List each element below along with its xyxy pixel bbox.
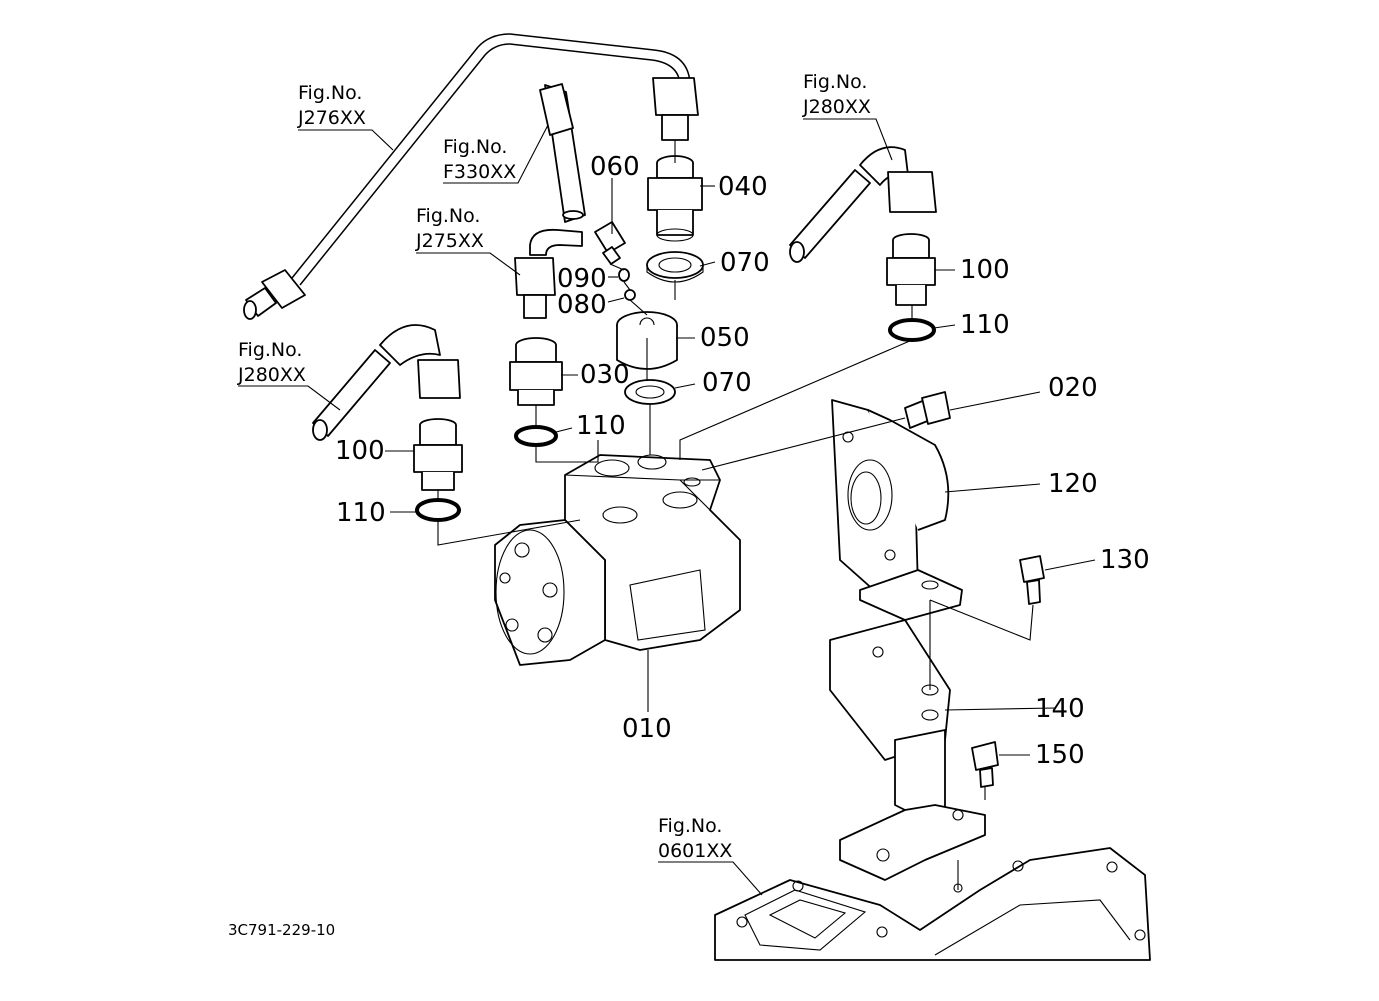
- pipe-fig-j280-left: [312, 324, 461, 441]
- part-100-adapter-left: [413, 418, 463, 491]
- fig-ref-j280-left: Fig.No. J280XX: [237, 339, 306, 386]
- callout-140: 140: [1035, 694, 1085, 724]
- pipe-fig-f330: [539, 83, 586, 223]
- part-060-fitting: [594, 221, 626, 265]
- pipe-fig-j275: [514, 228, 583, 319]
- callout-110-right: 110: [960, 310, 1010, 340]
- callout-060: 060: [590, 152, 640, 182]
- pipe-fig-j280-right: [789, 146, 937, 263]
- callout-100-left: 100: [335, 436, 385, 466]
- callout-070-middle: 070: [702, 368, 752, 398]
- callout-130: 130: [1100, 545, 1150, 575]
- svg-text:Fig.No.: Fig.No.: [803, 71, 867, 93]
- svg-text:Fig.No.: Fig.No.: [658, 815, 722, 837]
- part-140-stay: [829, 619, 986, 881]
- callout-110-left: 110: [336, 498, 386, 528]
- svg-text:J280XX: J280XX: [237, 364, 306, 386]
- callout-090: 090: [557, 264, 607, 294]
- svg-text:Fig.No.: Fig.No.: [443, 136, 507, 158]
- callout-010: 010: [622, 714, 672, 744]
- svg-text:Fig.No.: Fig.No.: [298, 82, 362, 104]
- callout-100-right: 100: [960, 255, 1010, 285]
- housing-fig-0601: [714, 847, 1151, 961]
- fig-ref-j280-top: Fig.No. J280XX: [802, 71, 871, 118]
- callout-070-top: 070: [720, 248, 770, 278]
- fig-ref-j275: Fig.No. J275XX: [415, 205, 484, 252]
- leader-lines: [238, 118, 1096, 896]
- callout-040: 040: [718, 172, 768, 202]
- part-120-mounting-bracket: [831, 399, 963, 621]
- callout-080: 080: [557, 290, 607, 320]
- callout-030: 030: [580, 360, 630, 390]
- part-070-washer-upper: [646, 251, 704, 283]
- callout-050: 050: [700, 323, 750, 353]
- svg-text:0601XX: 0601XX: [658, 840, 732, 862]
- svg-text:J276XX: J276XX: [297, 107, 366, 129]
- fig-ref-j276: Fig.No. J276XX: [297, 82, 366, 129]
- part-100-adapter-right: [886, 233, 936, 306]
- part-110-oring-left: [415, 498, 461, 522]
- part-040-relief-valve: [647, 155, 703, 242]
- part-110-oring-middle: [514, 425, 558, 447]
- fig-ref-0601: Fig.No. 0601XX: [658, 815, 732, 862]
- part-030-union: [509, 337, 563, 406]
- callout-020: 020: [1048, 373, 1098, 403]
- svg-text:J275XX: J275XX: [415, 230, 484, 252]
- callout-120: 120: [1048, 469, 1098, 499]
- part-110-oring-right: [888, 318, 936, 342]
- part-090-plug: [618, 268, 630, 282]
- fig-ref-f330: Fig.No. F330XX: [443, 136, 516, 183]
- svg-text:J280XX: J280XX: [802, 96, 871, 118]
- part-010-steering-unit: [494, 454, 741, 666]
- svg-text:Fig.No.: Fig.No.: [238, 339, 302, 361]
- part-080-ball: [624, 289, 636, 301]
- part-020-bolt: [904, 391, 951, 429]
- steering-pipe-long: [243, 33, 699, 320]
- drawing-code: 3C791-229-10: [228, 921, 335, 939]
- part-150-bolt: [971, 741, 999, 788]
- callout-150: 150: [1035, 740, 1085, 770]
- svg-text:Fig.No.: Fig.No.: [416, 205, 480, 227]
- callout-110-middle: 110: [576, 411, 626, 441]
- part-070-washer-middle: [624, 379, 676, 405]
- part-130-bolt: [1019, 555, 1045, 605]
- svg-text:F330XX: F330XX: [443, 161, 516, 183]
